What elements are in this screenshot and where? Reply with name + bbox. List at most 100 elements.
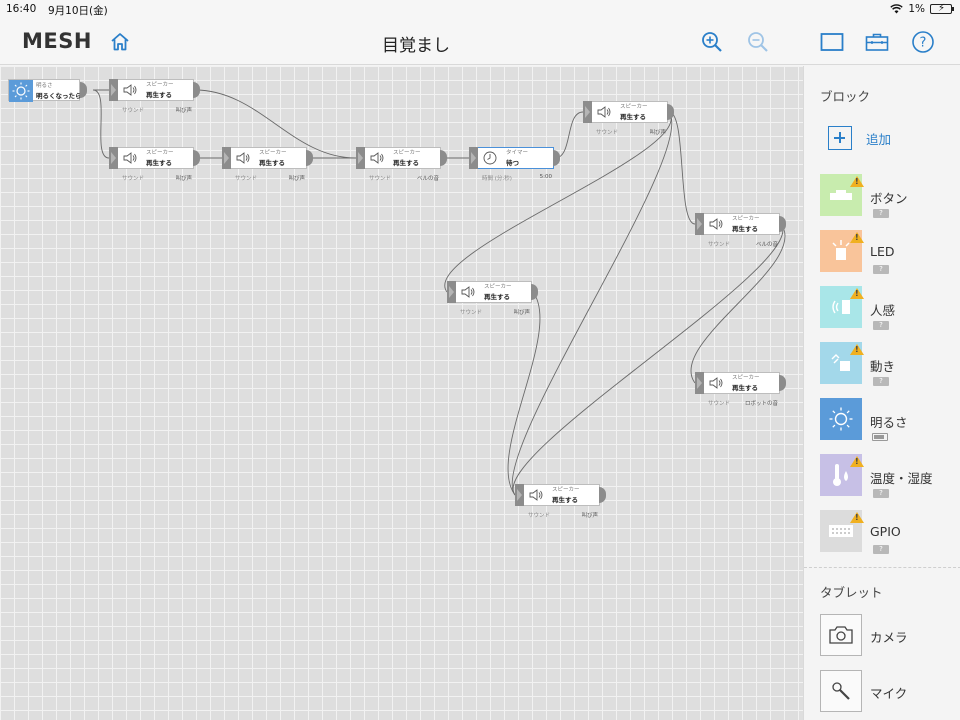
speaker-icon: [597, 106, 611, 118]
warning-icon: [850, 176, 864, 187]
palette-item-temperature-humidity[interactable]: 温度・湿度 ?: [820, 454, 958, 502]
param-value[interactable]: 叫び声: [175, 176, 192, 182]
input-port[interactable]: [583, 101, 592, 123]
param-value[interactable]: 叫び声: [513, 310, 530, 316]
input-port[interactable]: [695, 372, 704, 394]
app-logo: MESH: [22, 29, 92, 53]
tablet-item-label: マイク: [870, 686, 908, 701]
output-port[interactable]: [779, 216, 786, 232]
block-category: タイマー: [506, 150, 529, 156]
recipe-canvas[interactable]: 明るさ 明るくなったら スピーカー 再生する サウンド 叫び声 スピーカー 再生…: [0, 66, 803, 720]
input-port[interactable]: [109, 147, 118, 169]
block-category: スピーカー: [552, 487, 580, 493]
palette-item-gpio[interactable]: GPIO ?: [820, 510, 958, 558]
output-port[interactable]: [779, 375, 786, 391]
block-category: スピーカー: [732, 375, 760, 381]
block-speaker[interactable]: スピーカー 再生する サウンド 叫び声: [109, 147, 200, 189]
help-button[interactable]: ?: [909, 28, 937, 56]
panel-icon: [820, 33, 844, 51]
input-port[interactable]: [222, 147, 231, 169]
param-value[interactable]: 叫び声: [581, 513, 598, 519]
block-speaker[interactable]: スピーカー 再生する サウンド 叫び声: [515, 484, 606, 526]
connection-wire: [92, 89, 110, 159]
param-value[interactable]: ロボットの音: [744, 401, 778, 407]
output-port[interactable]: [599, 487, 606, 503]
block-action: 再生する: [146, 91, 172, 99]
param-label: サウンド: [528, 513, 551, 519]
toolbox-button[interactable]: [863, 28, 891, 56]
palette-item-move[interactable]: 動き ?: [820, 342, 958, 390]
block-speaker[interactable]: スピーカー 再生する サウンド ベルの音: [695, 213, 786, 255]
block-speaker[interactable]: スピーカー 再生する サウンド 叫び声: [447, 281, 538, 323]
palette-item-label: LED: [870, 244, 895, 259]
button-block-icon: [830, 190, 852, 200]
add-block-button[interactable]: 追加: [828, 126, 891, 150]
tablet-section-title: タブレット: [820, 585, 883, 600]
warning-icon: [850, 232, 864, 243]
palette-item-motion-sensor[interactable]: 人感 ?: [820, 286, 958, 334]
wifi-icon: [890, 4, 904, 14]
param-value[interactable]: ベルの音: [755, 242, 778, 248]
palette-item-button[interactable]: ボタン ?: [820, 174, 958, 222]
block-category: スピーカー: [259, 150, 287, 156]
input-port[interactable]: [356, 147, 365, 169]
output-port[interactable]: [553, 150, 560, 166]
param-value[interactable]: 5:00: [539, 174, 552, 180]
palette-item-label: 温度・湿度: [870, 471, 933, 486]
zoom-out-button[interactable]: [744, 28, 772, 56]
input-port[interactable]: [695, 213, 704, 235]
input-port[interactable]: [447, 281, 456, 303]
block-speaker[interactable]: スピーカー 再生する サウンド 叫び声: [583, 101, 674, 143]
palette-item-label: 明るさ: [870, 415, 908, 430]
block-speaker[interactable]: スピーカー 再生する サウンド ロボットの音: [695, 372, 786, 414]
block-timer[interactable]: タイマー 待つ 時間 (分:秒) 5:00: [469, 147, 560, 189]
output-port[interactable]: [440, 150, 447, 166]
microphone-icon: [832, 682, 850, 700]
motion-sensor-icon: [832, 300, 850, 314]
palette-item-brightness[interactable]: 明るさ: [820, 398, 958, 446]
connection-wire: [690, 223, 786, 384]
block-brightness-trigger[interactable]: 明るさ 明るくなったら: [8, 79, 92, 121]
home-button[interactable]: [106, 28, 134, 56]
input-port[interactable]: [109, 79, 118, 101]
block-action: 明るくなったら: [36, 92, 82, 100]
block-speaker[interactable]: スピーカー 再生する サウンド 叫び声: [222, 147, 313, 189]
param-label: サウンド: [369, 176, 392, 182]
led-icon: [832, 240, 850, 260]
connection-wire: [554, 111, 584, 159]
nav-bar: MESH 目覚まし: [0, 20, 960, 65]
plus-icon: [828, 126, 852, 150]
param-value[interactable]: ベルの音: [416, 176, 439, 182]
output-port[interactable]: [306, 150, 313, 166]
connection-wire: [444, 111, 672, 293]
speaker-icon: [461, 286, 475, 298]
tablet-item-microphone[interactable]: [820, 670, 862, 712]
palette-item-led[interactable]: LED ?: [820, 230, 958, 278]
param-label: サウンド: [596, 130, 619, 136]
param-value[interactable]: 叫び声: [288, 176, 305, 182]
brightness-icon: [12, 82, 30, 100]
output-port[interactable]: [531, 284, 538, 300]
block-action: 再生する: [732, 225, 758, 233]
param-value[interactable]: 叫び声: [175, 108, 192, 114]
block-category: スピーカー: [484, 284, 512, 290]
param-label: 時間 (分:秒): [482, 176, 512, 182]
param-value[interactable]: 叫び声: [649, 130, 666, 136]
tablet-item-camera[interactable]: [820, 614, 862, 656]
battery-percent: 1%: [908, 3, 925, 15]
battery-level-icon: [872, 433, 888, 441]
input-port[interactable]: [515, 484, 524, 506]
output-port[interactable]: [193, 150, 200, 166]
zoom-in-button[interactable]: [698, 28, 726, 56]
block-category: スピーカー: [146, 82, 174, 88]
panel-toggle-button[interactable]: [818, 28, 846, 56]
block-speaker[interactable]: スピーカー 再生する サウンド ベルの音: [356, 147, 447, 189]
status-badge: ?: [873, 265, 889, 274]
output-port[interactable]: [80, 82, 87, 98]
param-label: サウンド: [708, 242, 731, 248]
input-port[interactable]: [469, 147, 478, 169]
block-speaker[interactable]: スピーカー 再生する サウンド 叫び声: [109, 79, 200, 121]
block-action: 再生する: [732, 384, 758, 392]
output-port[interactable]: [667, 104, 674, 120]
output-port[interactable]: [193, 82, 200, 98]
